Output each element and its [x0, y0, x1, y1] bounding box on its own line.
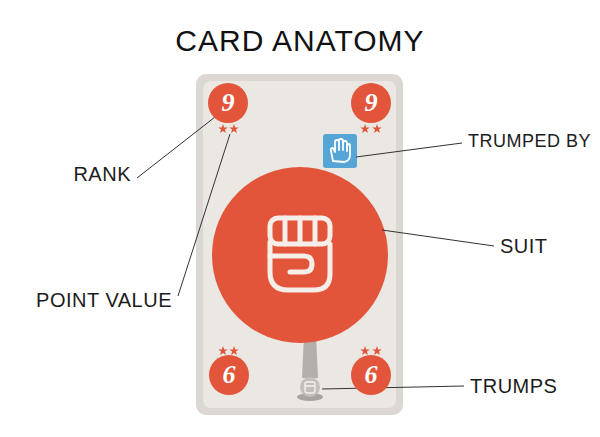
leader-lines [137, 117, 494, 389]
star [360, 124, 370, 133]
star [218, 124, 228, 133]
leader-line [178, 134, 230, 296]
star [372, 124, 382, 133]
small-fist [305, 382, 315, 393]
part-label: RANK [73, 163, 131, 186]
rank-circle: 6 [209, 355, 249, 395]
part-label: SUIT [500, 235, 548, 258]
diagram-title: CARD ANATOMY [175, 24, 424, 57]
suit-circle [212, 167, 388, 343]
rank-number: 9 [222, 90, 235, 116]
rank-number: 6 [365, 362, 378, 388]
trumps-icon [297, 336, 323, 401]
rank-circle: 6 [351, 355, 391, 395]
hand-symbol [331, 139, 350, 162]
star [372, 346, 382, 355]
part-label: TRUMPS [470, 375, 557, 398]
rank-number: 6 [223, 362, 236, 388]
part-label: POINT VALUE [36, 289, 172, 312]
rank-number: 9 [365, 90, 378, 116]
card-border [196, 74, 403, 415]
star [229, 124, 239, 133]
rank-circle: 9 [208, 83, 248, 123]
star [229, 346, 239, 355]
part-label: TRUMPED BY [468, 131, 591, 152]
star [218, 346, 228, 355]
leader-line [137, 117, 215, 178]
leader-line [356, 143, 462, 157]
card-face [203, 81, 396, 408]
rank-circle: 9 [351, 83, 391, 123]
fist-symbol [270, 218, 330, 290]
leader-line [322, 386, 464, 389]
pedestal-icon [300, 377, 320, 397]
star [360, 346, 370, 355]
leader-line [382, 230, 494, 246]
trumped-by-square [323, 134, 357, 168]
